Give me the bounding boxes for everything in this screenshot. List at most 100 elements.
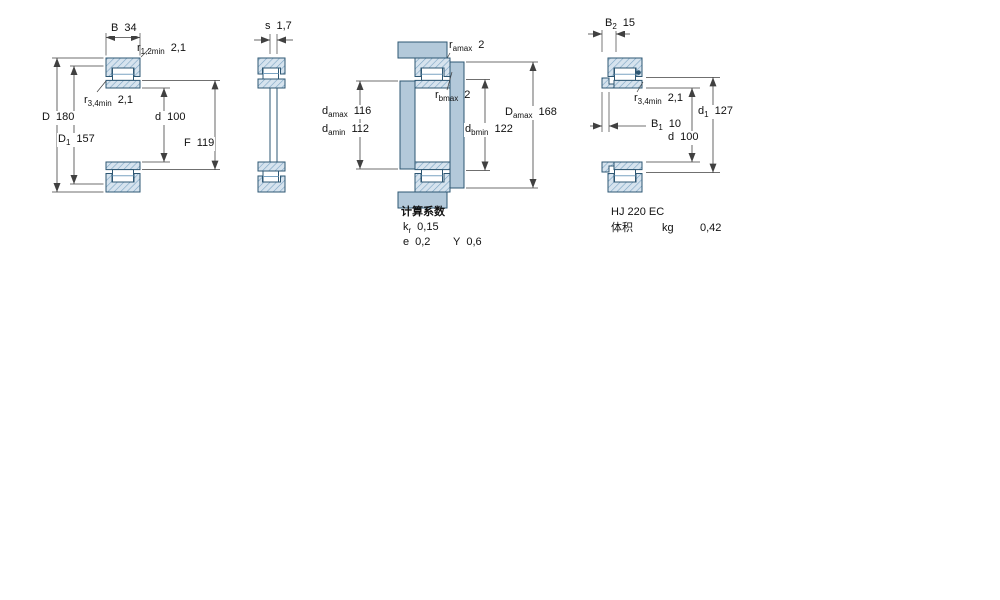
inner-ring-section (613, 79, 643, 89)
dim-value: 127 (714, 105, 733, 117)
dim-B: B 34 (110, 22, 138, 37)
dim-value: 116 (353, 105, 372, 117)
dim-value: 0,15 (417, 221, 439, 233)
angle-ring-designation: HJ 220 EC (610, 206, 665, 219)
designation-text: HJ 220 EC (611, 206, 665, 218)
dim-value: 34 (124, 22, 137, 34)
dim-symbol: B (651, 118, 659, 130)
leader-r34 (636, 81, 644, 93)
dim-d-hj: d 100 (667, 131, 700, 146)
dim-subscript: bmax (438, 94, 459, 104)
dim-subscript: r (408, 226, 412, 236)
dim-value: 100 (680, 131, 699, 143)
dim-symbol: B (605, 17, 613, 29)
bearing-with-angle-ring (601, 57, 643, 193)
dim-subscript: 2 (612, 22, 617, 32)
dim-subscript: 3,4min (637, 97, 662, 107)
dim-dbmin: dbmin 122 (464, 123, 514, 138)
mass-unit: kg (661, 222, 675, 235)
housing-shoulder (397, 41, 448, 59)
dim-value: 2,1 (170, 42, 186, 54)
dim-value: 10 (668, 118, 682, 130)
outer-ring-section (414, 57, 451, 77)
outer-ring-section (607, 173, 643, 193)
contact-point-dot (636, 70, 641, 75)
inner-ring-section (257, 161, 286, 172)
outer-ring-section (105, 173, 141, 193)
leader-r34 (96, 80, 107, 93)
dim-subscript: 3,4min (87, 99, 112, 109)
dim-symbol: Y (453, 236, 461, 248)
dim-symbol: r (137, 42, 141, 54)
leader-ramax (447, 52, 451, 58)
dim-value: 2 (464, 89, 471, 101)
dim-value: 119 (196, 137, 215, 149)
dim-subscript: amax (328, 110, 348, 120)
dim-symbol: d (322, 123, 329, 135)
angle-ring-section (601, 77, 615, 89)
dim-value: 15 (622, 17, 636, 29)
bearing-cross-section-main (105, 57, 141, 193)
dim-subscript: amax (512, 111, 533, 121)
inner-ring-section (257, 78, 286, 89)
dim-value: 2,1 (117, 94, 133, 106)
inner-ring-section (105, 79, 141, 89)
dim-D1: D1 157 (57, 133, 96, 148)
dim-subscript: 1 (704, 110, 709, 120)
dim-symbol: F (184, 137, 191, 149)
abutment-ring (449, 61, 465, 189)
dim-value: 0,6 (466, 236, 482, 248)
dim-symbol: D (505, 106, 513, 118)
dim-symbol: r (634, 92, 638, 104)
dimension-lines-angle-ring (588, 30, 720, 173)
dim-symbol: d (322, 105, 329, 117)
title-text: 计算系数 (401, 206, 445, 218)
dim-subscript: 1 (65, 138, 71, 148)
dim-value: 122 (494, 123, 513, 135)
inner-ring-section (414, 161, 451, 171)
mass-unit-text: kg (662, 222, 674, 234)
dim-symbol: D (58, 133, 66, 145)
dim-symbol: r (84, 94, 88, 106)
angle-ring-section (601, 161, 615, 173)
inner-ring-section (414, 79, 451, 89)
dim-symbol: d (155, 111, 162, 123)
dim-subscript: amax (452, 44, 473, 54)
mass-label: 体积 (610, 222, 634, 235)
dim-symbol: d (668, 131, 675, 143)
dim-value: 157 (76, 133, 95, 145)
dim-symbol: d (698, 105, 705, 117)
dim-value: 1,7 (276, 20, 292, 32)
dim-symbol: k (403, 221, 409, 233)
dim-value: 2,1 (667, 92, 683, 104)
mass-label-text: 体积 (611, 222, 633, 234)
dim-d1: d1 127 (697, 105, 734, 120)
mass-value-text: 0,42 (700, 222, 722, 234)
dim-value: 168 (538, 106, 557, 118)
dim-symbol: e (403, 236, 410, 248)
leader-r12 (140, 48, 150, 58)
bearing-cross-section-displacement (257, 57, 286, 193)
dim-value: 2 (478, 39, 485, 51)
dim-symbol: d (465, 123, 472, 135)
outer-ring-section (257, 175, 286, 193)
factor-kr: kr 0,15 (402, 221, 440, 235)
dim-subscript: bmin (471, 128, 489, 138)
dim-F: F 119 (183, 137, 216, 152)
dim-subscript: 1,2min (140, 47, 165, 57)
dim-value: 100 (167, 111, 186, 123)
dim-symbol: r (435, 89, 439, 101)
shaft-shoulder (399, 80, 416, 170)
dim-r34min-hj: r3,4min 2,1 (633, 92, 684, 106)
factor-Y: Y 0,6 (452, 236, 483, 250)
mass-value: 0,42 (699, 222, 722, 235)
dim-r34min: r3,4min 2,1 (83, 94, 134, 108)
dim-symbol: B (111, 22, 119, 34)
